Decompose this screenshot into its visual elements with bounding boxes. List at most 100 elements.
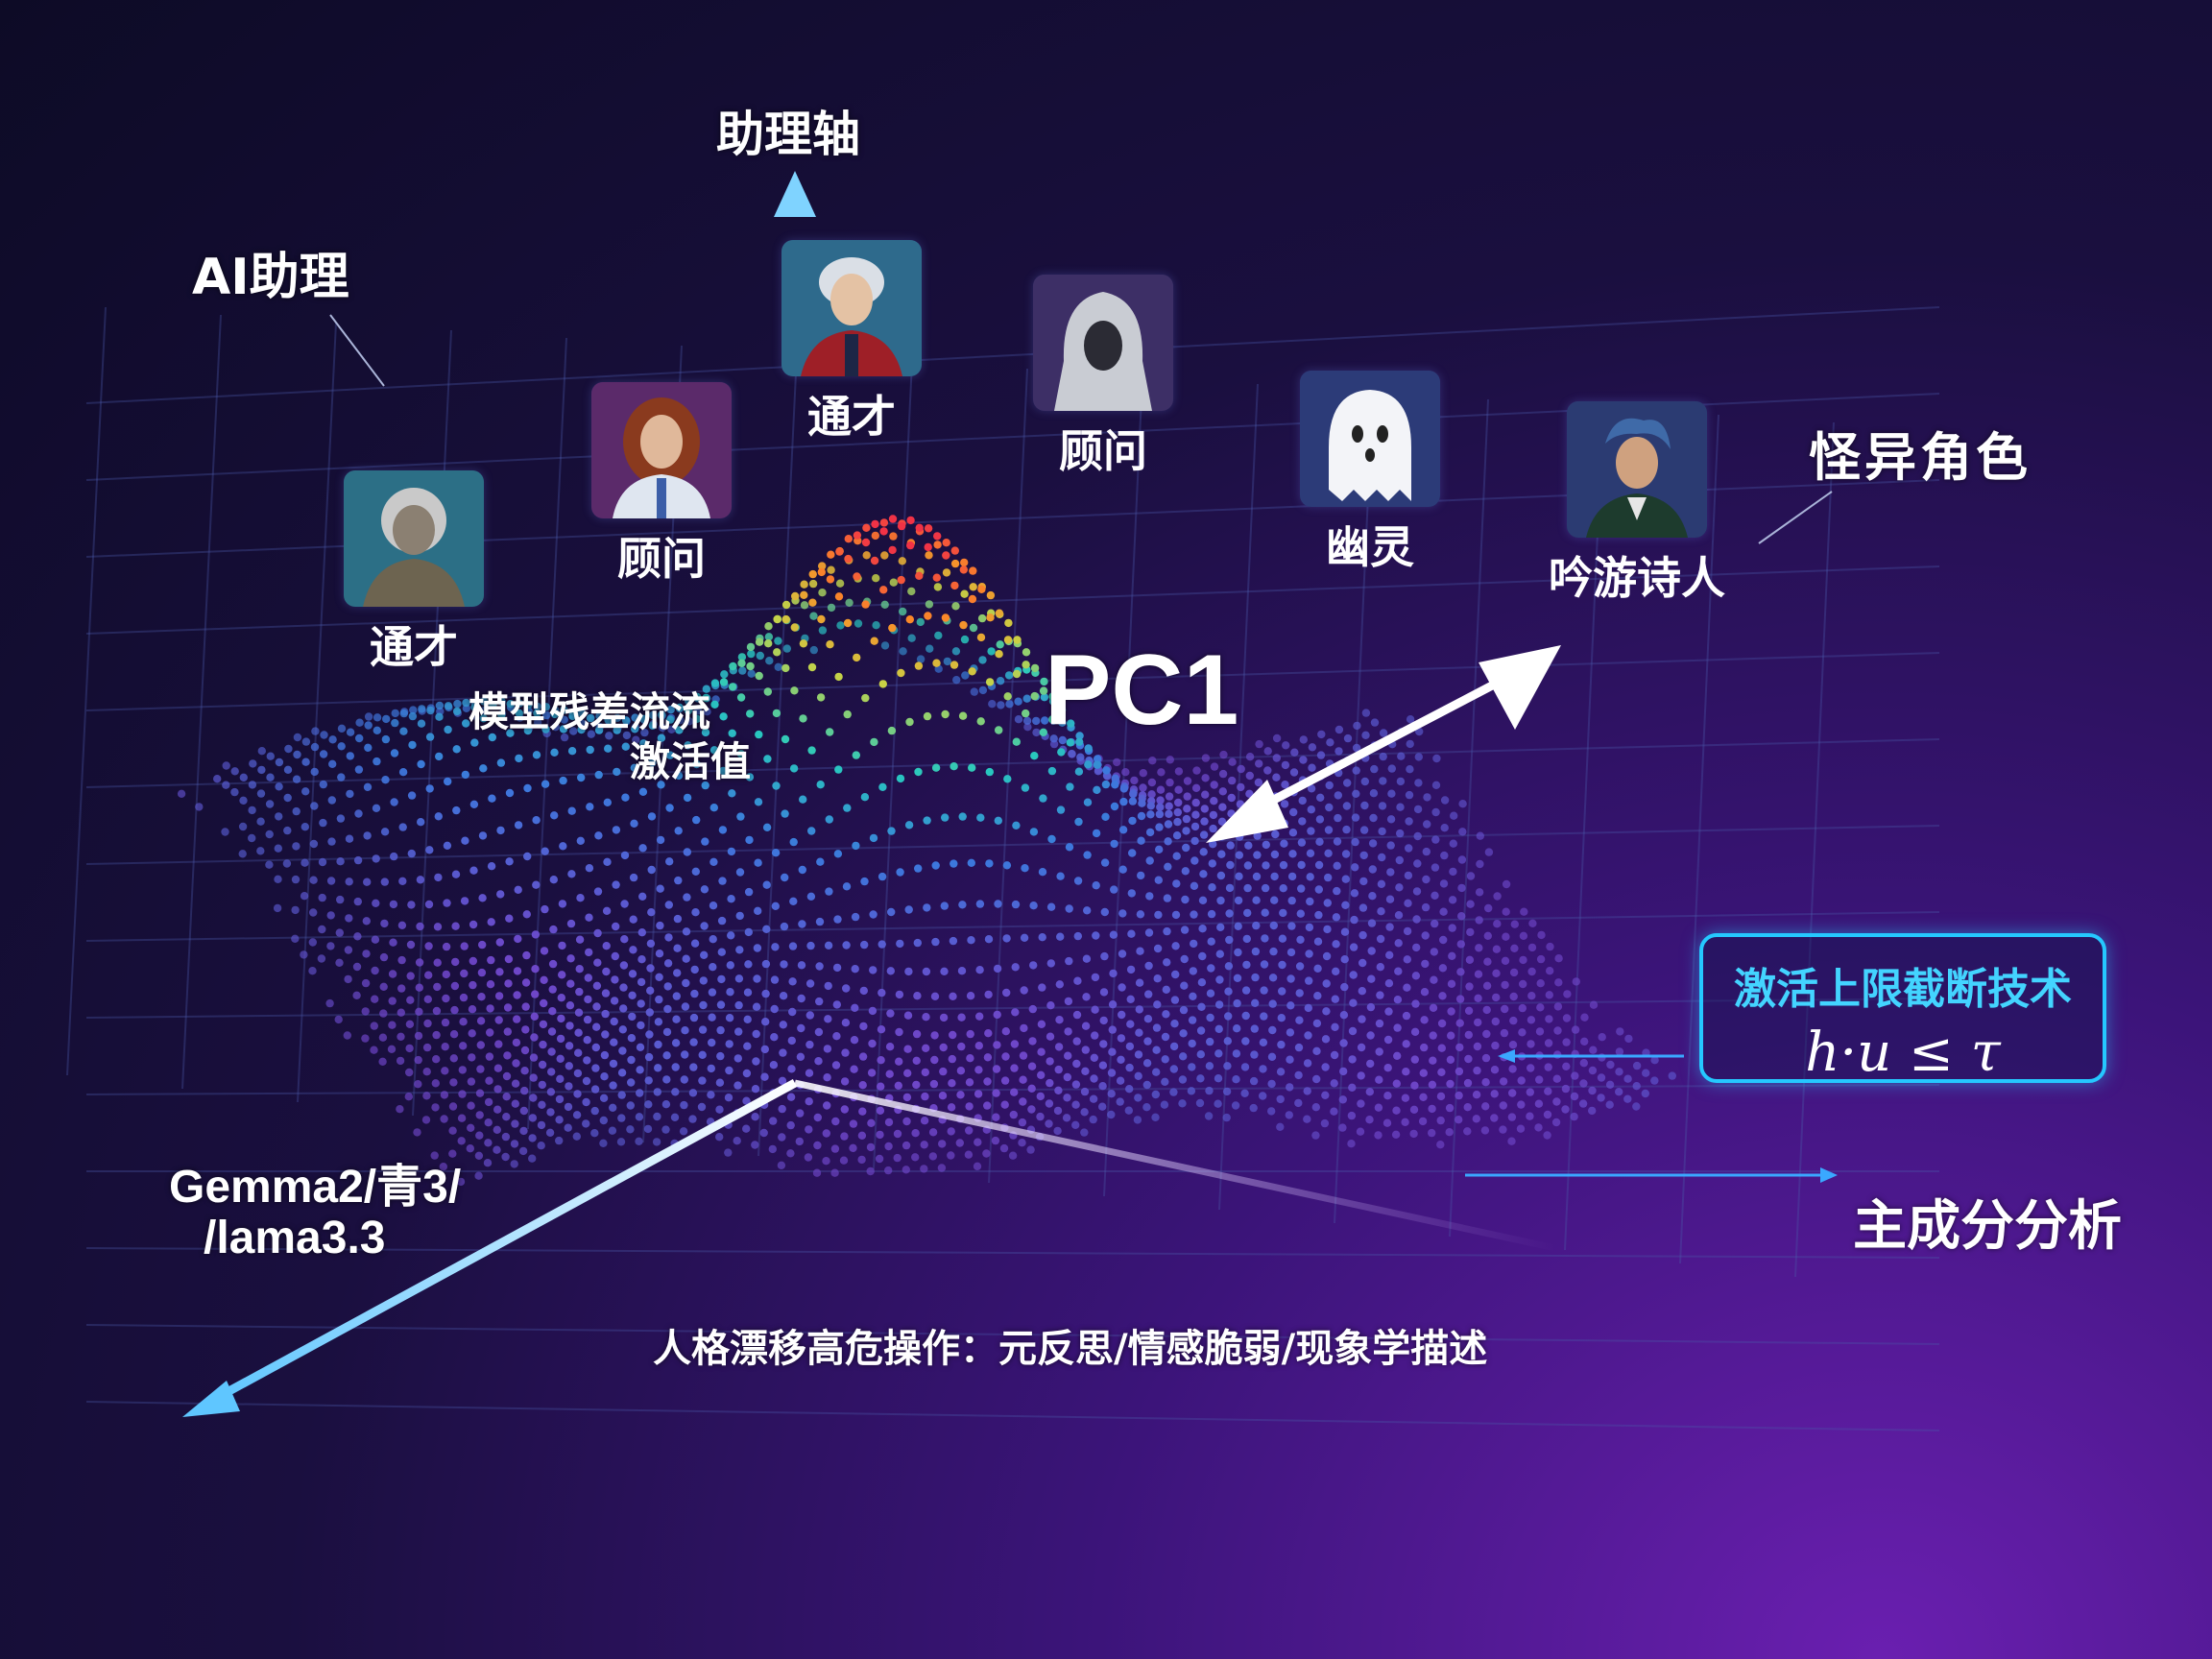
surface-dot bbox=[1243, 909, 1251, 917]
surface-dot bbox=[1270, 873, 1278, 880]
surface-dot bbox=[1492, 1018, 1500, 1025]
surface-dot bbox=[530, 1053, 538, 1061]
surface-dot bbox=[338, 742, 346, 750]
surface-dot bbox=[708, 1039, 715, 1046]
surface-dot bbox=[1312, 1103, 1320, 1111]
surface-dot bbox=[986, 678, 994, 685]
surface-dot bbox=[710, 701, 718, 709]
surface-dot bbox=[1570, 1113, 1577, 1120]
surface-dot bbox=[889, 515, 897, 522]
surface-dot bbox=[1082, 1022, 1090, 1030]
surface-dot bbox=[424, 972, 432, 979]
surface-dot bbox=[378, 1058, 386, 1066]
surface-dot bbox=[1028, 1085, 1036, 1093]
surface-dot bbox=[858, 1108, 866, 1116]
surface-dot bbox=[1510, 993, 1518, 1000]
surface-dot bbox=[511, 1119, 518, 1127]
surface-dot bbox=[773, 615, 781, 623]
surface-dot bbox=[817, 693, 825, 701]
surface-dot bbox=[1056, 933, 1064, 941]
surface-dot bbox=[1536, 1027, 1544, 1035]
surface-dot bbox=[1431, 920, 1438, 927]
surface-dot bbox=[595, 771, 603, 779]
surface-dot bbox=[853, 654, 860, 661]
surface-dot bbox=[1014, 698, 1022, 706]
surface-dot bbox=[389, 970, 397, 977]
surface-dot bbox=[1134, 1116, 1142, 1123]
surface-dot bbox=[653, 1138, 661, 1145]
surface-dot bbox=[576, 965, 584, 973]
surface-dot bbox=[1196, 1074, 1204, 1082]
surface-dot bbox=[939, 1068, 947, 1075]
surface-dot bbox=[931, 993, 939, 1000]
surface-dot bbox=[1508, 1089, 1516, 1096]
surface-dot bbox=[1216, 950, 1224, 958]
surface-dot bbox=[575, 1009, 583, 1017]
surface-dot bbox=[823, 1073, 830, 1081]
surface-dot bbox=[836, 621, 844, 629]
surface-dot bbox=[558, 971, 565, 978]
surface-dot bbox=[1277, 1095, 1285, 1103]
surface-dot bbox=[1164, 863, 1171, 871]
surface-dot bbox=[975, 1042, 983, 1049]
surface-dot bbox=[530, 1033, 538, 1041]
surface-dot bbox=[1348, 1112, 1356, 1119]
surface-dot bbox=[949, 1055, 956, 1063]
surface-dot bbox=[971, 687, 978, 695]
surface-dot bbox=[1384, 1064, 1392, 1071]
surface-dot bbox=[444, 778, 451, 785]
surface-dot bbox=[755, 731, 762, 738]
surface-dot bbox=[1474, 995, 1481, 1002]
surface-dot bbox=[1273, 754, 1281, 761]
surface-dot bbox=[941, 813, 949, 821]
surface-dot bbox=[1241, 1063, 1249, 1070]
surface-dot bbox=[681, 1026, 688, 1034]
surface-dot bbox=[266, 774, 274, 781]
surface-dot bbox=[1509, 1017, 1517, 1024]
surface-dot bbox=[877, 1083, 884, 1091]
surface-dot bbox=[577, 774, 585, 781]
surface-dot bbox=[708, 1014, 715, 1022]
surface-dot bbox=[1383, 1119, 1391, 1127]
surface-dot bbox=[1371, 718, 1379, 726]
surface-dot bbox=[854, 531, 861, 539]
surface-dot bbox=[832, 1032, 840, 1040]
surface-dot bbox=[896, 940, 903, 948]
surface-dot bbox=[779, 1048, 786, 1056]
surface-dot bbox=[879, 586, 887, 593]
surface-dot bbox=[1012, 901, 1020, 908]
surface-dot bbox=[1021, 864, 1028, 872]
surface-dot bbox=[1063, 1114, 1070, 1121]
surface-dot bbox=[320, 731, 327, 738]
surface-dot bbox=[1120, 784, 1128, 792]
surface-dot bbox=[905, 718, 913, 726]
surface-dot bbox=[399, 768, 407, 776]
surface-dot bbox=[654, 1088, 661, 1095]
surface-dot bbox=[743, 1070, 751, 1077]
surface-dot bbox=[1401, 1118, 1408, 1126]
surface-dot bbox=[977, 717, 985, 725]
surface-dot bbox=[1100, 952, 1108, 960]
surface-dot bbox=[699, 1001, 707, 1009]
surface-dot bbox=[951, 560, 959, 567]
surface-dot bbox=[1047, 835, 1055, 843]
surface-dot bbox=[825, 887, 832, 895]
surface-dot bbox=[903, 1070, 911, 1077]
surface-dot bbox=[1316, 815, 1324, 823]
surface-dot bbox=[1226, 884, 1234, 892]
surface-dot bbox=[977, 634, 985, 641]
surface-dot bbox=[978, 656, 986, 663]
surface-dot bbox=[494, 1040, 502, 1047]
surface-dot bbox=[1073, 977, 1081, 985]
surface-dot bbox=[780, 1021, 787, 1028]
surface-dot bbox=[1184, 792, 1191, 800]
surface-dot bbox=[1261, 934, 1268, 942]
persona-advisor-2: 顾问 bbox=[1031, 275, 1175, 480]
surface-dot bbox=[940, 1044, 948, 1051]
surface-dot bbox=[396, 1105, 403, 1113]
surface-dot bbox=[1351, 889, 1358, 897]
surface-dot bbox=[925, 543, 932, 551]
surface-dot bbox=[546, 1108, 554, 1116]
surface-dot bbox=[512, 1080, 519, 1088]
surface-dot bbox=[871, 557, 878, 565]
